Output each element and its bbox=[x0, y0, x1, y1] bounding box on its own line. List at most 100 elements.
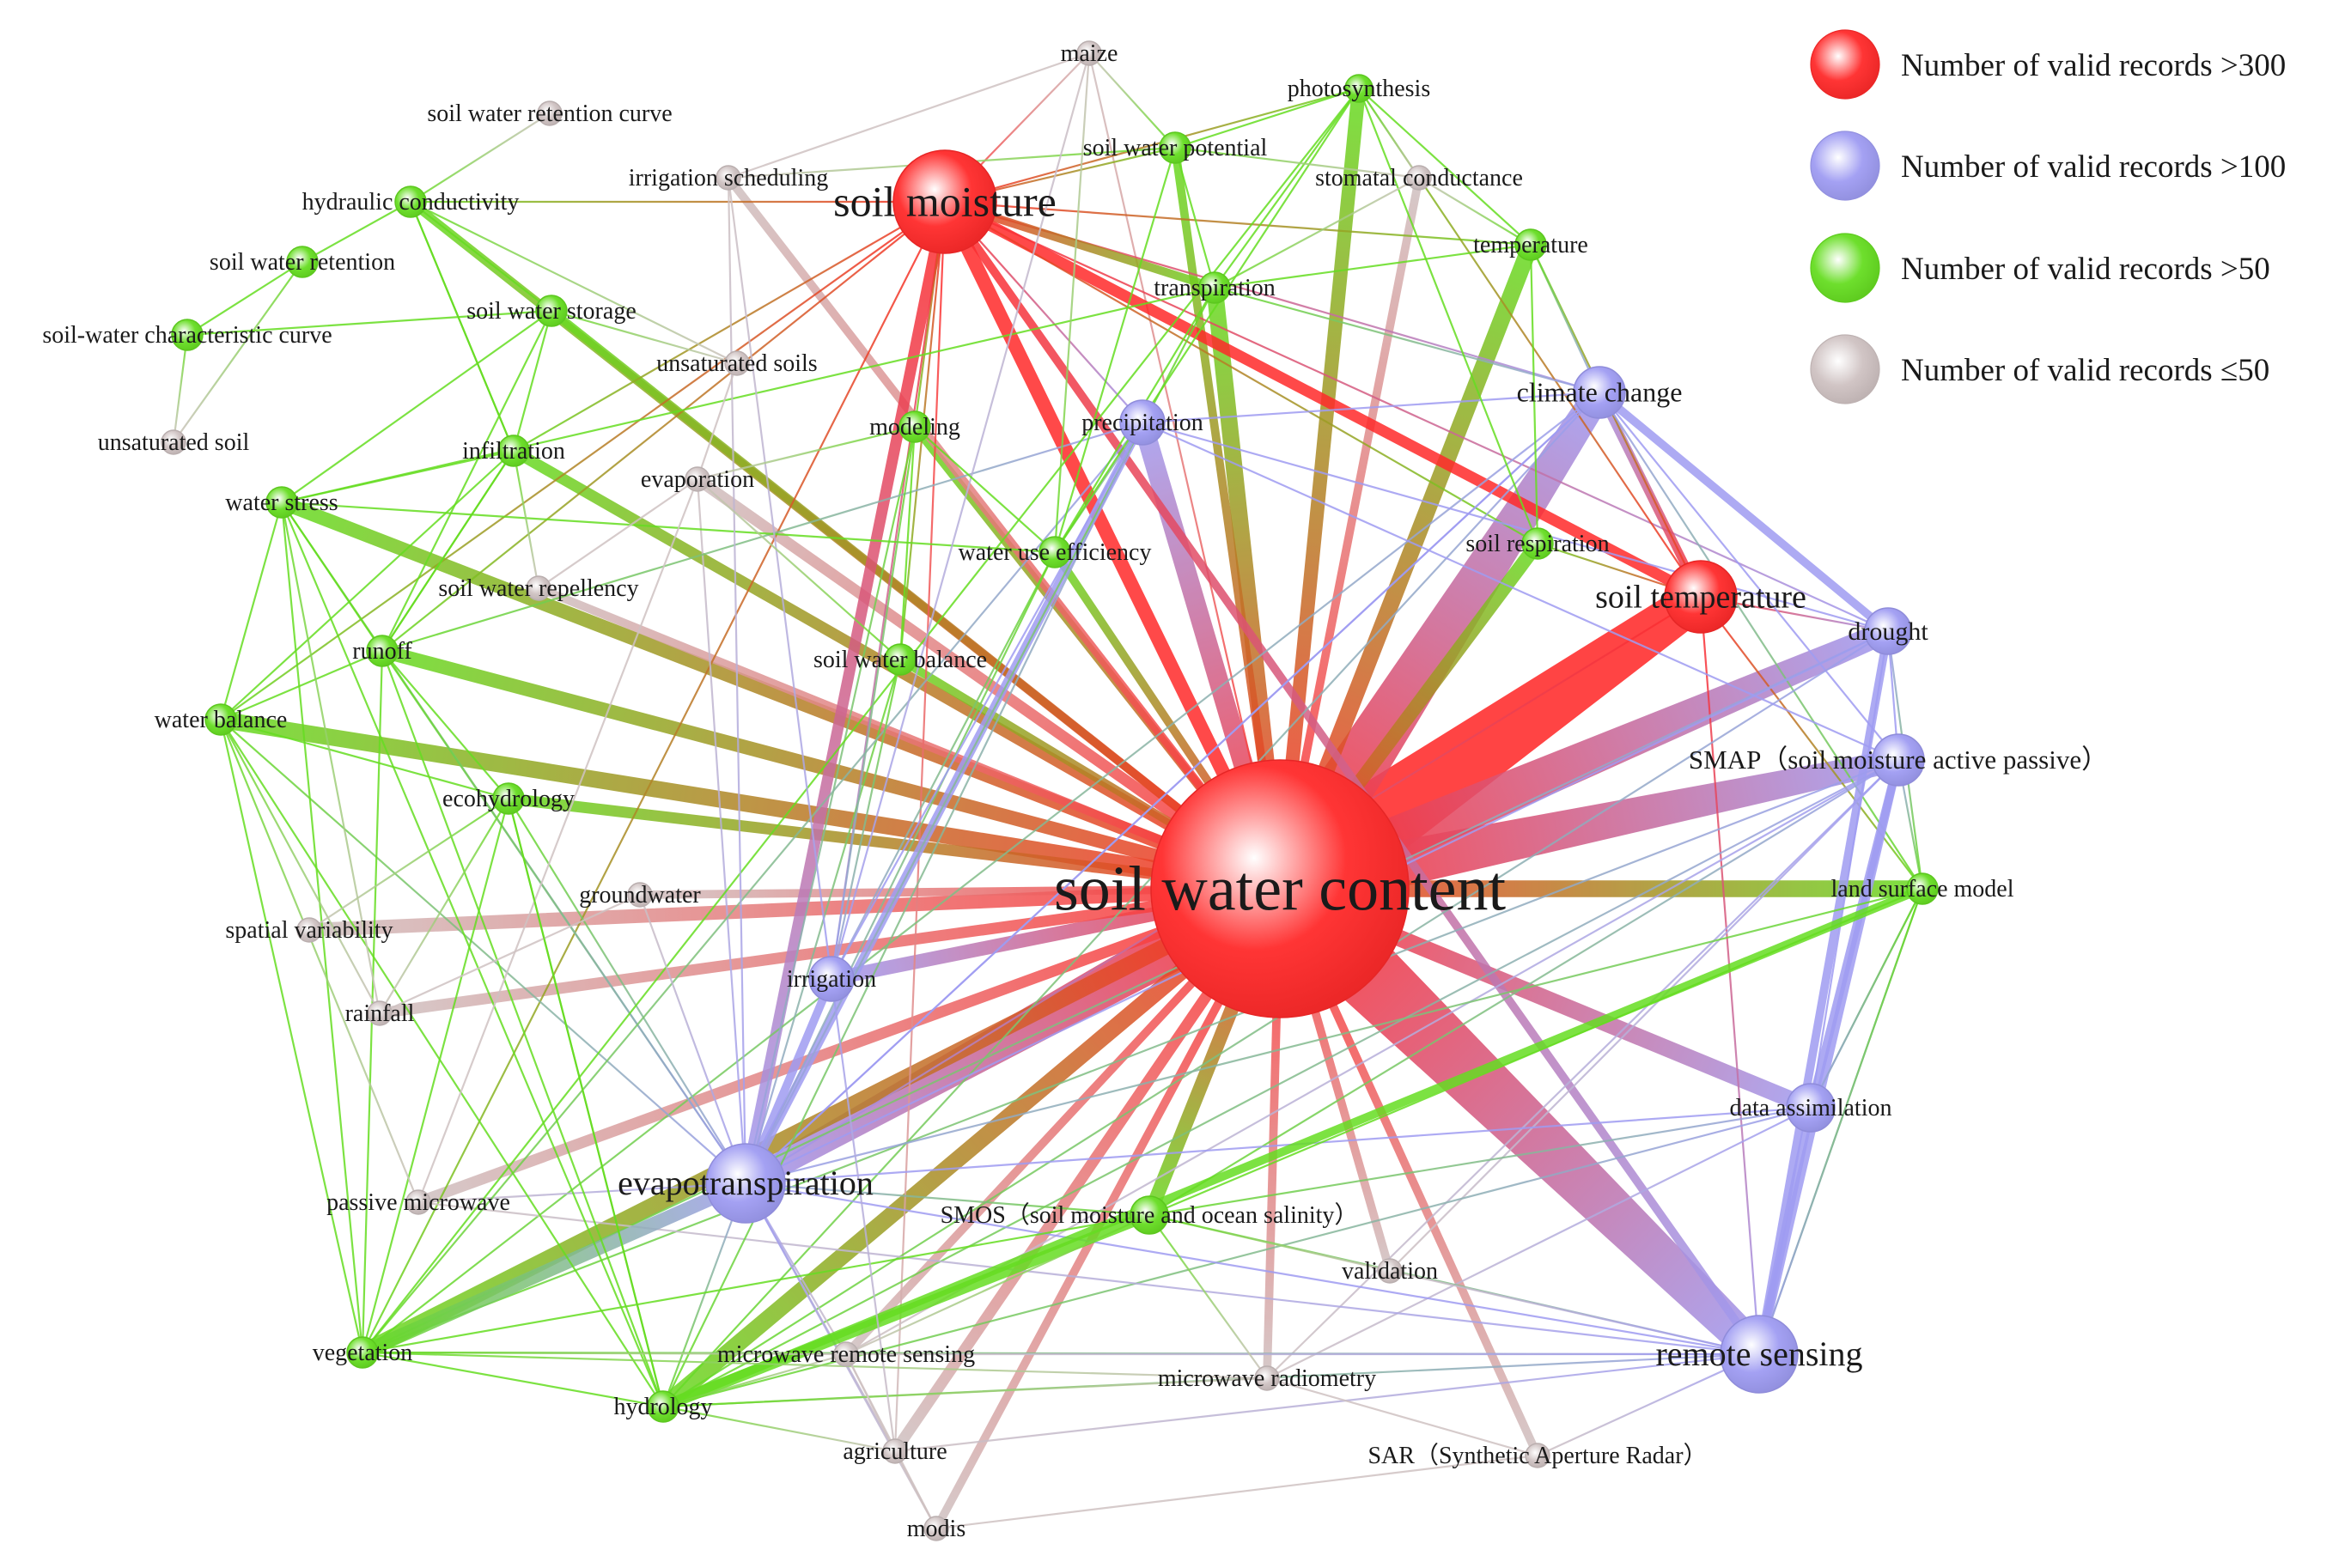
edge-runoff-ecohydro bbox=[381, 649, 510, 800]
edge-wb-ws bbox=[219, 501, 283, 721]
edge-ecohydro-hydro bbox=[507, 797, 665, 1408]
edge-cc-hydro bbox=[661, 391, 1601, 1408]
edge-transp-temp bbox=[1213, 243, 1532, 289]
node-smap: SMAP（soil moisture active passive） bbox=[1689, 733, 2108, 787]
edge-da-et bbox=[744, 1106, 1812, 1185]
node-sresp: soil respiration bbox=[1465, 527, 1610, 560]
edge-swc-pmw bbox=[412, 883, 1286, 1208]
edge-drought-hydro bbox=[661, 629, 1890, 1408]
legend-label-gray: Number of valid records ≤50 bbox=[1901, 353, 2269, 388]
node-hc: hydraulic conductivity bbox=[302, 185, 519, 218]
node-label-lsm: land surface model bbox=[1830, 876, 2013, 903]
legend-label-blue: Number of valid records >100 bbox=[1901, 149, 2286, 185]
edge-ws-wue bbox=[280, 501, 1057, 554]
edge-veg-ws bbox=[280, 501, 364, 1354]
edge-sm-temp bbox=[943, 200, 1532, 246]
node-circle-infil bbox=[497, 435, 530, 467]
edge-temp-stomatal bbox=[1417, 176, 1532, 246]
edge-maize-irrsched bbox=[727, 52, 1091, 179]
node-sm: soil moisture bbox=[833, 149, 1057, 254]
edge-swc-veg bbox=[354, 880, 1288, 1361]
node-da: data assimilation bbox=[1730, 1083, 1892, 1133]
node-circle-st bbox=[1664, 560, 1738, 634]
node-circle-stomatal bbox=[1406, 165, 1432, 191]
edge-smos-validation bbox=[1148, 1213, 1392, 1273]
node-label-da: data assimilation bbox=[1730, 1095, 1892, 1121]
edge-et-smos bbox=[744, 1182, 1151, 1217]
node-drought: drought bbox=[1848, 607, 1928, 655]
node-modeling: modeling bbox=[869, 410, 960, 443]
node-label-wue: water use efficiency bbox=[959, 539, 1152, 566]
node-stomatal: stomatal conductance bbox=[1315, 165, 1523, 191]
edge-da-mwrad bbox=[1265, 1106, 1812, 1380]
edge-rs-validation bbox=[1388, 1269, 1761, 1356]
node-label-drought: drought bbox=[1848, 617, 1928, 646]
node-precip: precipitation bbox=[1081, 399, 1203, 446]
node-label-evap: evaporation bbox=[641, 466, 754, 493]
node-circle-swp bbox=[1159, 131, 1191, 164]
node-circle-swc bbox=[1150, 759, 1410, 1018]
edge-cc-transp bbox=[1213, 286, 1601, 394]
node-circle-modeling bbox=[898, 410, 931, 443]
edge-swc-photo bbox=[1272, 81, 1367, 896]
edge-wb-ecohydro bbox=[219, 718, 510, 800]
edge-modeling-swb bbox=[898, 425, 917, 661]
edge-cc-lsm bbox=[1598, 391, 1924, 890]
node-circle-agri bbox=[882, 1438, 908, 1464]
node-label-cc: climate change bbox=[1517, 377, 1683, 408]
legend-label-green: Number of valid records >50 bbox=[1901, 252, 2270, 287]
edge-smos-mwrs bbox=[844, 1213, 1151, 1356]
edge-sm-photo bbox=[943, 87, 1361, 204]
node-gw: groundwater bbox=[579, 882, 701, 909]
edge-veg-mwrs bbox=[361, 1351, 848, 1356]
edge-sws-unsoils bbox=[550, 309, 739, 365]
node-circle-da bbox=[1786, 1083, 1836, 1133]
node-label-ws: water stress bbox=[225, 489, 338, 516]
node-label-agri: agriculture bbox=[843, 1438, 947, 1465]
node-label-swp: soil water potential bbox=[1083, 135, 1268, 161]
edge-rs-sar bbox=[1536, 1352, 1761, 1457]
edge-agri-modis bbox=[893, 1449, 938, 1530]
node-circle-precip bbox=[1119, 399, 1166, 446]
edge-veg-wb bbox=[219, 718, 364, 1354]
node-circle-temp bbox=[1514, 228, 1547, 261]
node-label-ecohydro: ecohydrology bbox=[442, 786, 575, 812]
edge-precip-irr bbox=[830, 421, 1144, 981]
node-label-swc: soil water content bbox=[1054, 854, 1506, 924]
node-wb: water balance bbox=[155, 703, 287, 736]
edge-cc-smap bbox=[1598, 391, 1900, 762]
node-circle-sm bbox=[892, 149, 997, 254]
edge-photo-transp bbox=[1213, 87, 1361, 289]
node-swr: soil water retention bbox=[210, 246, 395, 278]
node-spvar: spatial variability bbox=[225, 917, 393, 944]
edge-mwrad-sar bbox=[1265, 1377, 1539, 1457]
edge-irr-modeling bbox=[830, 425, 917, 981]
node-veg: vegetation bbox=[313, 1336, 412, 1369]
edge-irr-wue bbox=[830, 550, 1057, 981]
node-circle-mwrad bbox=[1254, 1365, 1280, 1391]
edge-cc-temp bbox=[1529, 243, 1601, 394]
node-circle-sresp bbox=[1521, 527, 1554, 560]
edge-swp-wue bbox=[1053, 146, 1177, 554]
edge-photo-stomatal bbox=[1357, 87, 1421, 179]
node-modis: modis bbox=[907, 1516, 965, 1542]
node-label-infil: infiltration bbox=[462, 438, 565, 465]
edge-irr-agri bbox=[830, 977, 897, 1453]
edge-rs-et bbox=[744, 1182, 1761, 1356]
node-label-gw: groundwater bbox=[579, 882, 701, 909]
edge-sm-drought bbox=[943, 200, 1890, 633]
node-circle-hydro bbox=[647, 1390, 679, 1423]
edge-et-ecohydro bbox=[507, 797, 747, 1185]
edge-gw-et bbox=[638, 893, 747, 1185]
node-circle-ws bbox=[265, 486, 298, 519]
edge-hc-sws bbox=[409, 200, 553, 313]
edge-photo-swp bbox=[1173, 87, 1361, 149]
node-circle-drought bbox=[1864, 607, 1912, 655]
legend-swatch-red bbox=[1810, 29, 1880, 100]
node-validation: validation bbox=[1342, 1258, 1438, 1285]
node-label-sar: SAR（Synthetic Aperture Radar） bbox=[1367, 1442, 1707, 1469]
edge-et-wue bbox=[744, 550, 1057, 1185]
edge-swp-maize bbox=[1087, 52, 1177, 149]
